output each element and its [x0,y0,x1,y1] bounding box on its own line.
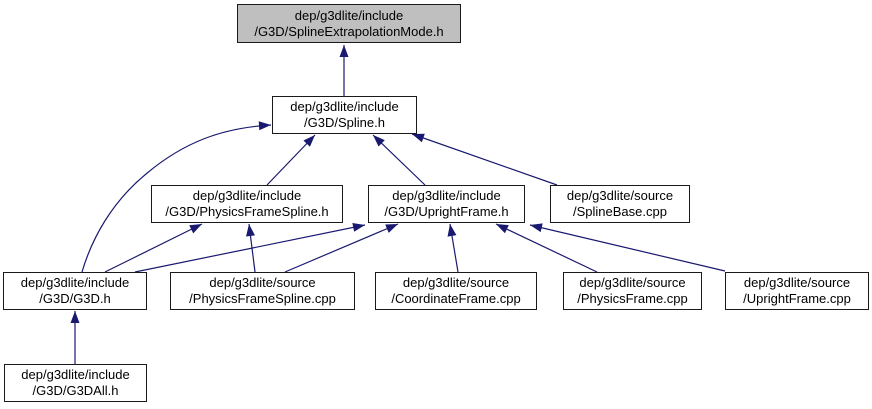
node-label-line1: dep/g3dlite/include [290,99,399,114]
edge-spline-base-cpp-to-spline-h [411,133,558,186]
node-label-line2: /CoordinateFrame.cpp [391,291,521,306]
edge-g3d-h-to-upright-frame-h [134,222,366,273]
node-label-line1: dep/g3dlite/source [402,275,510,290]
edge-coordinate-frame-cpp-to-upright-frame-h [447,223,459,273]
node-physics-frame-spline-cpp[interactable]: dep/g3dlite/source/PhysicsFrameSpline.cp… [170,272,355,310]
edge-g3d-h-to-physics-frame-spline-h [104,223,203,273]
node-label-line1: dep/g3dlite/source [566,188,674,203]
node-spline-extrapolation-mode-h[interactable]: dep/g3dlite/include/G3D/SplineExtrapolat… [237,4,461,43]
node-label-line2: /PhysicsFrame.cpp [577,291,688,306]
node-label-line2: /G3D/Spline.h [304,115,385,130]
node-label-line2: /G3D/SplineExtrapolationMode.h [254,23,444,39]
edge-g3d-h-to-spline-h [81,121,272,273]
node-spline-base-cpp[interactable]: dep/g3dlite/source/SplineBase.cpp [550,185,690,223]
node-label-line1: dep/g3dlite/source [209,275,316,290]
node-label-line1: dep/g3dlite/source [743,275,851,290]
edge-physics-frame-spline-h-to-spline-h [266,134,316,186]
node-upright-frame-cpp[interactable]: dep/g3dlite/source/UprightFrame.cpp [725,272,869,310]
node-g3dall-h[interactable]: dep/g3dlite/include/G3D/G3DAll.h [4,364,147,402]
node-upright-frame-h[interactable]: dep/g3dlite/include/G3D/UprightFrame.h [368,185,525,223]
node-label-line1: dep/g3dlite/include [20,275,130,290]
edge-physics-frame-cpp-to-upright-frame-h [495,223,598,273]
edge-upright-frame-cpp-to-upright-frame-h [529,223,726,272]
node-label-line2: /G3D/G3DAll.h [32,383,119,398]
node-label-line1: dep/g3dlite/include [192,188,302,203]
node-label-line2: /UprightFrame.cpp [743,291,851,306]
edge-physics-frame-spline-cpp-to-upright-frame-h [284,223,399,273]
node-label-line1: dep/g3dlite/source [579,275,686,290]
node-label-line1: dep/g3dlite/include [392,188,501,203]
node-physics-frame-cpp[interactable]: dep/g3dlite/source/PhysicsFrame.cpp [563,272,702,310]
dependency-edges [70,45,726,364]
node-label-line2: /PhysicsFrameSpline.cpp [189,291,336,306]
node-physics-frame-spline-h[interactable]: dep/g3dlite/include/G3D/PhysicsFrameSpli… [151,185,343,223]
node-label-line1: dep/g3dlite/include [294,7,404,23]
node-coordinate-frame-cpp[interactable]: dep/g3dlite/source/CoordinateFrame.cpp [375,272,537,310]
node-g3d-h[interactable]: dep/g3dlite/include/G3D/G3D.h [3,272,147,310]
node-label-line2: /G3D/UprightFrame.h [384,204,509,219]
node-label-line2: /G3D/G3D.h [39,291,111,306]
node-label-line1: dep/g3dlite/include [21,367,130,382]
node-spline-h[interactable]: dep/g3dlite/include/G3D/Spline.h [272,96,417,134]
edge-upright-frame-h-to-spline-h [372,134,426,186]
node-label-line2: /G3D/PhysicsFrameSpline.h [165,204,329,219]
node-label-line2: /SplineBase.cpp [573,204,667,219]
